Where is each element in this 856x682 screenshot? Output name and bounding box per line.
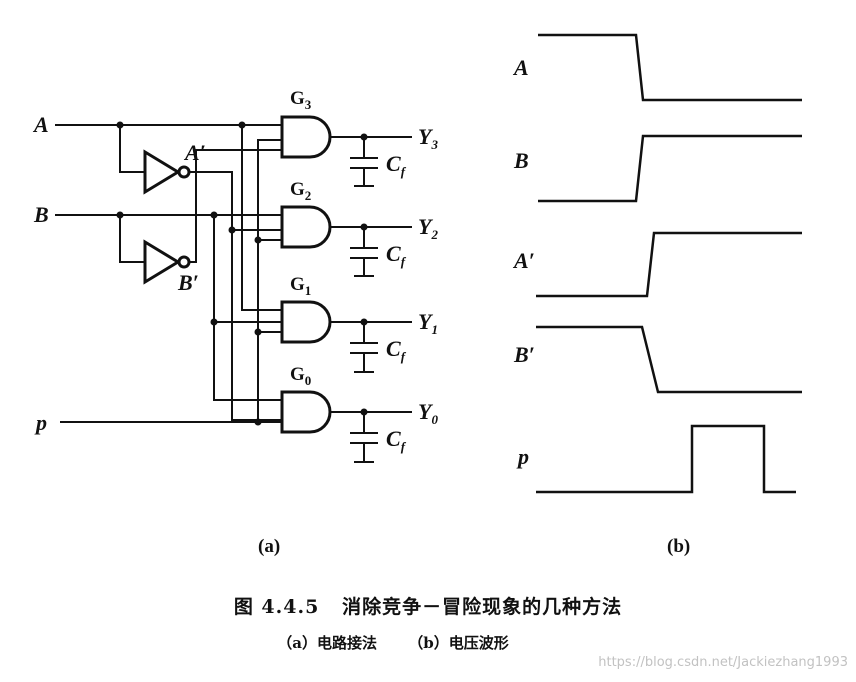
- wire-a-to-inverter: [119, 125, 145, 173]
- gate-label-g3: G3: [290, 88, 312, 112]
- capacitor-label-y2: Cf: [386, 241, 407, 269]
- and-gate-g3: [280, 115, 332, 159]
- figure-caption-subtitle: （a）电路接法 （b）电压波形: [277, 634, 509, 652]
- bus-a: [241, 125, 282, 311]
- and-gate-g1: [280, 300, 332, 344]
- wire-a-prime: [189, 171, 282, 421]
- and-gate-g2: [280, 205, 332, 249]
- input-label-p: p: [34, 410, 47, 435]
- junction-dots: [116, 121, 262, 426]
- inverter-a: [143, 149, 181, 195]
- waveform-label-a: A: [512, 55, 529, 80]
- inverter-label-a-prime: A′: [183, 140, 206, 165]
- waveform-label-b: B: [513, 148, 529, 173]
- capacitor-y0: [350, 408, 378, 463]
- capacitor-y1: [350, 318, 378, 373]
- capacitor-label-y0: Cf: [386, 426, 407, 454]
- and-gate-g0: [280, 390, 332, 434]
- waveform-p: [536, 424, 796, 494]
- wire-b-prime: [189, 149, 282, 263]
- gate-label-g0: G0: [290, 364, 311, 388]
- waveform-a: [538, 33, 802, 102]
- watermark: https://blog.csdn.net/Jackiezhang1993: [598, 655, 848, 670]
- panel-label-b: (b): [667, 536, 690, 557]
- capacitor-label-y1: Cf: [386, 336, 407, 364]
- input-label-a: A: [32, 112, 49, 137]
- waveform-b-prime: [536, 325, 802, 394]
- capacitor-y3: [350, 133, 378, 187]
- inverter-label-b-prime: B′: [177, 270, 199, 295]
- capacitor-y2: [350, 223, 378, 277]
- circuit-diagram: A B p A′ B′: [32, 88, 438, 557]
- output-label-y3: Y3: [418, 124, 438, 152]
- gate-label-g1: G1: [290, 274, 311, 298]
- wire-b-to-inverter: [119, 215, 145, 263]
- bus-p-taps: [258, 239, 282, 333]
- bus-p: [257, 139, 282, 422]
- waveform-label-a-prime: A′: [512, 248, 535, 273]
- capacitor-label-y3: Cf: [386, 151, 407, 179]
- bus-b: [213, 215, 282, 401]
- waveform-label-b-prime: B′: [513, 342, 535, 367]
- waveform-b: [538, 134, 802, 203]
- input-label-b: B: [33, 202, 49, 227]
- waveform-label-p: p: [516, 444, 529, 469]
- waveform-diagram: A B A′ B′ p (b): [512, 33, 802, 557]
- gate-label-g2: G2: [290, 179, 311, 203]
- figure: A B p A′ B′: [32, 33, 802, 557]
- inverter-b-bubble: [177, 255, 191, 269]
- waveform-a-prime: [536, 231, 802, 298]
- output-label-y0: Y0: [418, 399, 438, 427]
- inverter-a-bubble: [177, 165, 191, 179]
- output-label-y1: Y1: [418, 309, 438, 337]
- inverter-b: [143, 239, 181, 285]
- panel-label-a: (a): [258, 536, 280, 557]
- output-label-y2: Y2: [418, 214, 438, 242]
- figure-caption-title: 图 4.4.5 消除竞争－冒险现象的几种方法: [233, 596, 623, 618]
